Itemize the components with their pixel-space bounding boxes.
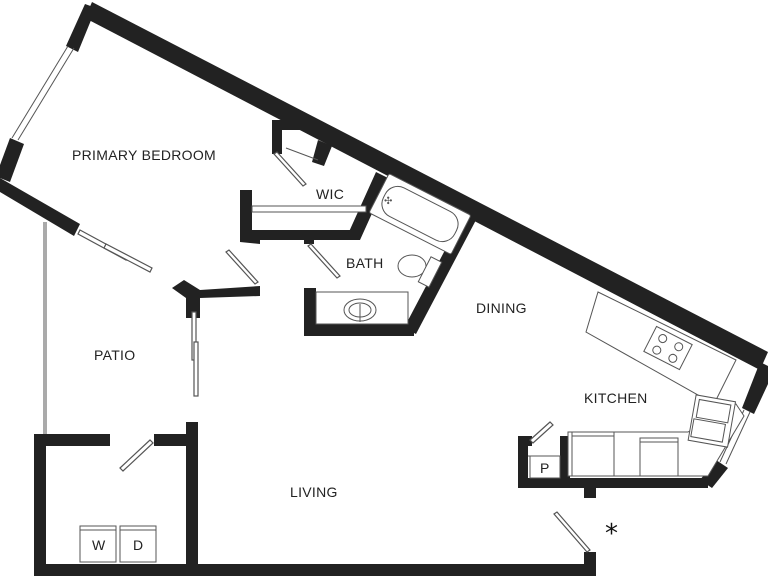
label-kitchen: KITCHEN xyxy=(584,390,648,406)
toilet xyxy=(397,254,443,288)
room-labels: PRIMARY BEDROOM WIC BATH DINING PATIO KI… xyxy=(72,147,648,553)
wall-pantry-right xyxy=(560,436,570,488)
wall-wic-left xyxy=(272,120,282,154)
fixtures: ✣ xyxy=(79,173,745,563)
label-pantry: P xyxy=(540,460,549,476)
wall-pantry-left xyxy=(518,436,528,488)
wall-laundry-right xyxy=(186,422,198,576)
wall-laundry-bottom xyxy=(34,564,198,576)
wall-wic-left-top xyxy=(272,120,304,130)
wall-wic-right xyxy=(348,172,388,240)
wall-pantry-top-left xyxy=(518,436,532,446)
wall-laundry-top-left xyxy=(34,434,110,446)
refrigerator xyxy=(571,431,615,477)
windows xyxy=(11,45,751,465)
interior-walls xyxy=(172,120,588,488)
wall-bedroom-left-lower xyxy=(0,138,24,182)
wall-bedroom-corner xyxy=(172,280,260,318)
pantry-door xyxy=(529,421,554,444)
svg-text:✣: ✣ xyxy=(384,196,392,207)
wall-bath-bottom xyxy=(304,324,414,336)
dishwasher xyxy=(639,437,679,477)
label-washer: W xyxy=(92,537,106,553)
wall-wic-bottom xyxy=(248,230,360,240)
label-living: LIVING xyxy=(290,484,338,500)
bedroom-door xyxy=(225,249,259,285)
kitchen-sink xyxy=(687,394,737,448)
doors xyxy=(77,147,591,553)
wall-kitchen-bottom xyxy=(584,478,708,488)
wall-pantry-bottom xyxy=(518,478,588,488)
wall-diagonal-top xyxy=(85,2,768,370)
wall-wic-bottom-left xyxy=(240,190,260,244)
wall-living-bottom xyxy=(186,564,596,576)
label-primary-bedroom: PRIMARY BEDROOM xyxy=(72,147,216,163)
dryer xyxy=(119,525,157,563)
label-bath: BATH xyxy=(346,255,384,271)
wall-kitchen-right xyxy=(742,362,768,414)
label-dryer: D xyxy=(133,537,143,553)
wic-door xyxy=(273,151,307,187)
washer xyxy=(79,525,117,563)
wall-laundry-left xyxy=(34,434,46,576)
label-patio: PATIO xyxy=(94,347,135,363)
wall-bedroom-bottom xyxy=(0,178,80,236)
wall-bath-right xyxy=(404,214,476,334)
wic-shelf xyxy=(251,205,367,213)
wall-bedroom-left-upper xyxy=(66,4,96,52)
entry-door xyxy=(553,511,591,553)
bathtub xyxy=(369,173,471,255)
label-wic: WIC xyxy=(316,186,344,202)
entry-marker: * xyxy=(605,519,618,549)
pantry-box xyxy=(529,455,561,479)
wall-bath-left xyxy=(304,288,316,336)
laundry-door xyxy=(119,439,154,472)
label-dining: DINING xyxy=(476,300,527,316)
wall-living-right-stub xyxy=(584,552,596,576)
bath-door xyxy=(307,243,341,279)
stove xyxy=(643,325,693,371)
wall-bath-door-stub xyxy=(304,236,314,244)
